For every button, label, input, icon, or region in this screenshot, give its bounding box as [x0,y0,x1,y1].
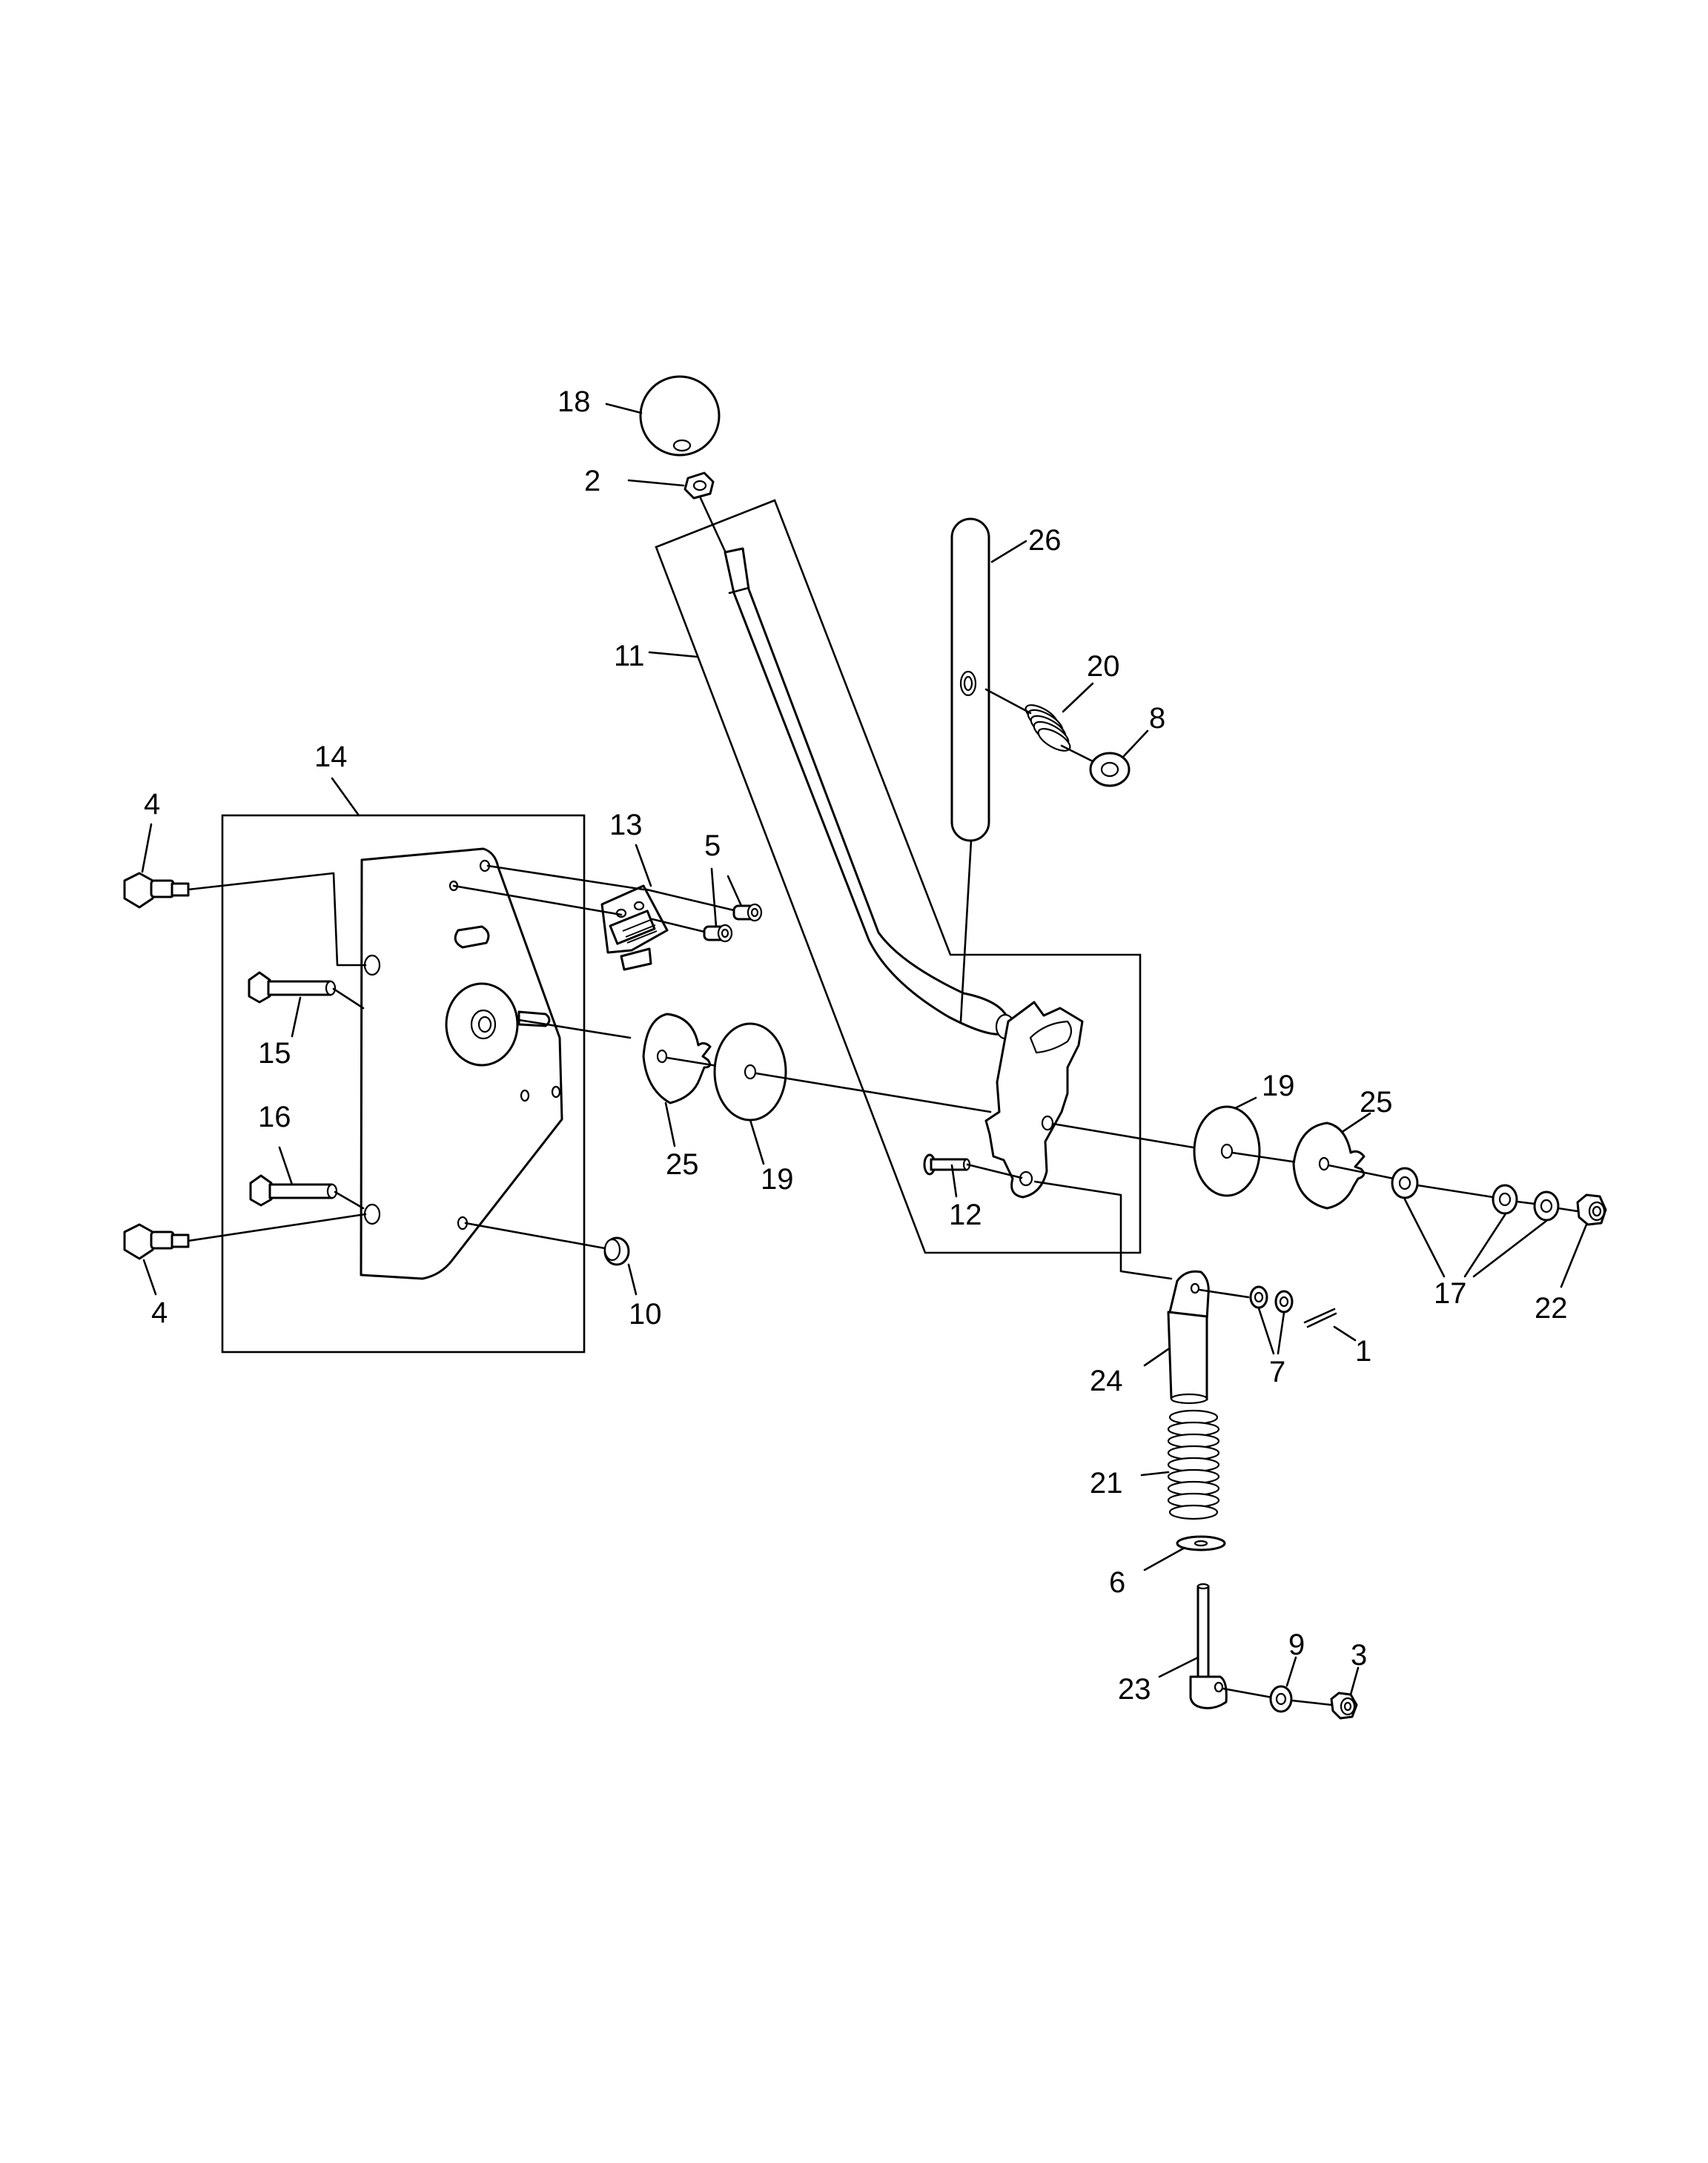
part-bracket-plate [360,847,563,1280]
callout-3: 3 [1351,1639,1367,1672]
part-nut-2 [683,471,715,500]
callout-8: 8 [1149,702,1165,735]
part-bolt-15 [248,971,337,1004]
part-spring-rod [1189,1583,1228,1709]
part-knob [639,375,721,457]
callout-17: 17 [1434,1277,1467,1310]
part-spacer-10 [603,1236,630,1266]
callout-14: 14 [314,741,348,773]
part-switch-bracket [600,884,669,971]
callout-1: 1 [1355,1335,1371,1368]
part-handle-grip [950,517,990,842]
callout-7: 7 [1269,1356,1285,1388]
part-compression-spring [1167,1409,1220,1520]
part-screws-5 [703,903,763,943]
callout-25-left: 25 [666,1148,699,1181]
part-washers-17 [1391,1167,1560,1222]
callout-12: 12 [949,1199,982,1231]
part-lever-pivot-plate [984,1001,1084,1199]
part-pin-12 [923,1153,971,1176]
part-washer-8 [1089,752,1131,787]
callout-4-lower: 4 [151,1296,168,1329]
callout-19-left: 19 [761,1163,794,1196]
callout-10: 10 [629,1298,662,1331]
part-washer-19-right [1193,1105,1261,1197]
callout-26: 26 [1028,524,1062,557]
part-nut-22 [1576,1193,1607,1226]
callout-16: 16 [258,1101,291,1133]
callout-15: 15 [258,1037,291,1070]
leader-lines [141,403,1588,1696]
callout-5: 5 [704,829,721,862]
part-flange-bolt-upper [123,872,190,909]
part-washers-7 [1249,1285,1294,1314]
callout-25-right: 25 [1360,1086,1393,1119]
part-flange-bolt-lower [123,1223,190,1260]
part-washer-9 [1269,1685,1293,1713]
callout-9: 9 [1288,1629,1305,1661]
callout-2: 2 [584,465,600,497]
part-washer-6 [1176,1535,1226,1551]
callout-23: 23 [1118,1673,1151,1706]
callout-11: 11 [614,640,645,672]
callouts: 18 2 26 11 20 8 14 4 13 5 15 16 4 10 25 … [144,385,1568,1706]
part-bolt-16 [249,1174,338,1207]
callout-18: 18 [557,385,591,418]
callout-4-upper: 4 [144,788,160,821]
callout-21: 21 [1090,1467,1123,1500]
callout-6: 6 [1109,1566,1125,1599]
group-box-14 [221,814,586,1354]
part-nut-3 [1330,1692,1358,1720]
callout-20: 20 [1087,650,1120,683]
part-cotter-pin [1303,1308,1337,1328]
callout-22: 22 [1535,1292,1568,1325]
callout-24: 24 [1090,1365,1123,1397]
group-box-11 [655,499,1142,1254]
callout-19-right: 19 [1262,1070,1295,1102]
callout-13: 13 [609,809,643,841]
part-washer-19-left [713,1022,787,1122]
part-spring-holder [1167,1270,1210,1405]
